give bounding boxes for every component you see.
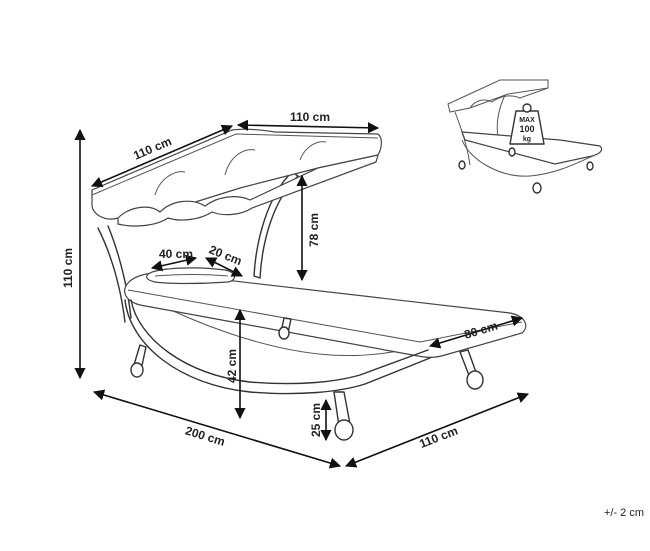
weight-unit: kg [523,136,531,143]
dim-line-canopy-depth [90,124,234,188]
thumb-mattress [461,131,603,165]
dim-line-pillow-width [150,254,198,272]
label-pillow-depth: 20 cm [207,242,244,268]
thumb-leg-3 [532,182,542,194]
leg-front-left [130,344,147,378]
thumb-leg-1 [458,160,466,170]
label-total-height: 110 cm [61,248,75,288]
canopy-valance [117,154,379,227]
label-seat-height: 42 cm [225,349,239,383]
label-total-width: 110 cm [417,424,459,451]
tolerance-note: +/- 2 cm [604,507,644,519]
leg-rear-left [278,317,292,340]
dim-line-pillow-depth [204,257,244,277]
reference-thumbnail: MAX 100 kg [447,79,603,194]
canopy [91,128,382,227]
lounger-drawing [91,128,527,441]
weight-value: 100 [519,124,534,134]
thumb-canopy [447,79,549,113]
canopy-support-arc-inner [107,225,132,319]
weight-icon [509,110,545,145]
label-pillow-width: 40 cm [159,247,193,261]
weight-label: MAX [519,117,535,124]
thumb-leg-4 [586,161,594,171]
dim-line-total-length [92,389,342,469]
thumb-support [454,94,506,166]
label-total-length: 200 cm [184,424,227,449]
canopy-support-arc [97,227,126,323]
dim-line-total-width [344,392,530,468]
weight-badge: MAX 100 kg [509,103,545,145]
dim-line-canopy-width [236,119,380,134]
dimension-lines [74,119,530,469]
label-leg-height: 25 cm [309,403,323,437]
dim-line-mattress-width [428,315,524,349]
label-canopy-clearance: 78 cm [307,213,321,247]
leg-front-right [333,391,354,441]
label-canopy-width: 110 cm [290,110,330,124]
canopy-fold-c [299,141,327,161]
thumb-frame [461,139,596,177]
mattress [124,272,527,358]
thumb-leg-2 [508,147,516,157]
front-rocker-frame-inner [130,299,429,385]
leg-rear-right [459,349,484,390]
thumb-canopy-valance [469,87,549,109]
